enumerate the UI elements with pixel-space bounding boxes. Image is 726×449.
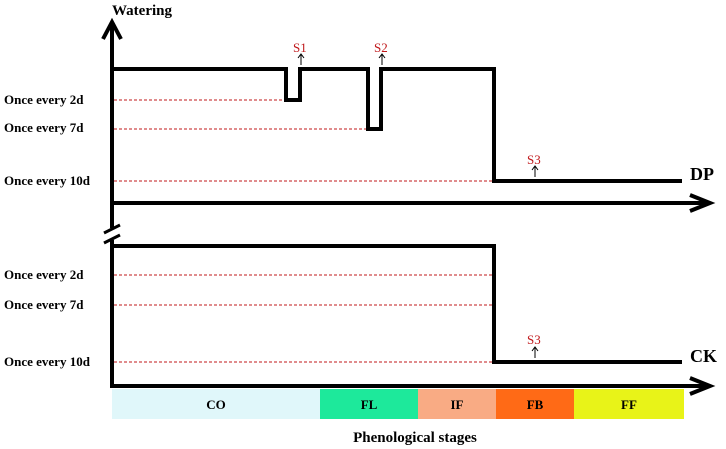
top-level-label-2d: Once every 2d xyxy=(4,92,84,107)
stage-ff-box xyxy=(574,389,684,419)
stage-ff-label: FF xyxy=(621,397,637,412)
stage-fl-box xyxy=(320,389,418,419)
stage-fl-label: FL xyxy=(361,397,378,412)
top-level-label-7d: Once every 7d xyxy=(4,120,84,135)
axis-break-mark-1 xyxy=(103,223,121,235)
dp-series-label: DP xyxy=(690,164,714,184)
phenological-stage-bar: CO FL IF FB FF xyxy=(112,389,684,419)
axis-break-mark-2 xyxy=(103,233,121,245)
marker-s1-arrowhead xyxy=(297,53,305,59)
marker-s2-label: S2 xyxy=(374,40,388,55)
x-axis-title: Phenological stages xyxy=(353,430,477,446)
bottom-panel-x-arrowhead xyxy=(689,376,716,396)
marker-s3-top-label: S3 xyxy=(527,152,541,167)
y-axis-title: Watering xyxy=(112,3,172,19)
y-axis-arrowhead xyxy=(101,17,123,40)
stage-if-box xyxy=(418,389,496,419)
marker-s3-top-arrowhead xyxy=(531,165,539,171)
bottom-level-label-7d: Once every 7d xyxy=(4,297,84,312)
marker-s3-bottom-arrowhead xyxy=(531,346,539,352)
bottom-level-label-2d: Once every 2d xyxy=(4,267,84,282)
top-panel-x-arrowhead xyxy=(689,193,716,213)
stage-co-label: CO xyxy=(206,397,226,412)
marker-s1-label: S1 xyxy=(293,40,307,55)
bottom-level-label-10d: Once every 10d xyxy=(4,354,91,369)
top-level-label-10d: Once every 10d xyxy=(4,173,91,188)
stage-fb-box xyxy=(496,389,574,419)
stage-fb-label: FB xyxy=(527,397,544,412)
ck-series-label: CK xyxy=(690,346,717,366)
dp-watering-line xyxy=(114,67,682,183)
stage-co-box xyxy=(112,389,320,419)
marker-s3-bottom-label: S3 xyxy=(527,332,541,347)
ck-watering-line xyxy=(114,244,682,364)
stage-if-label: IF xyxy=(451,397,464,412)
marker-s2-arrowhead xyxy=(378,53,386,59)
